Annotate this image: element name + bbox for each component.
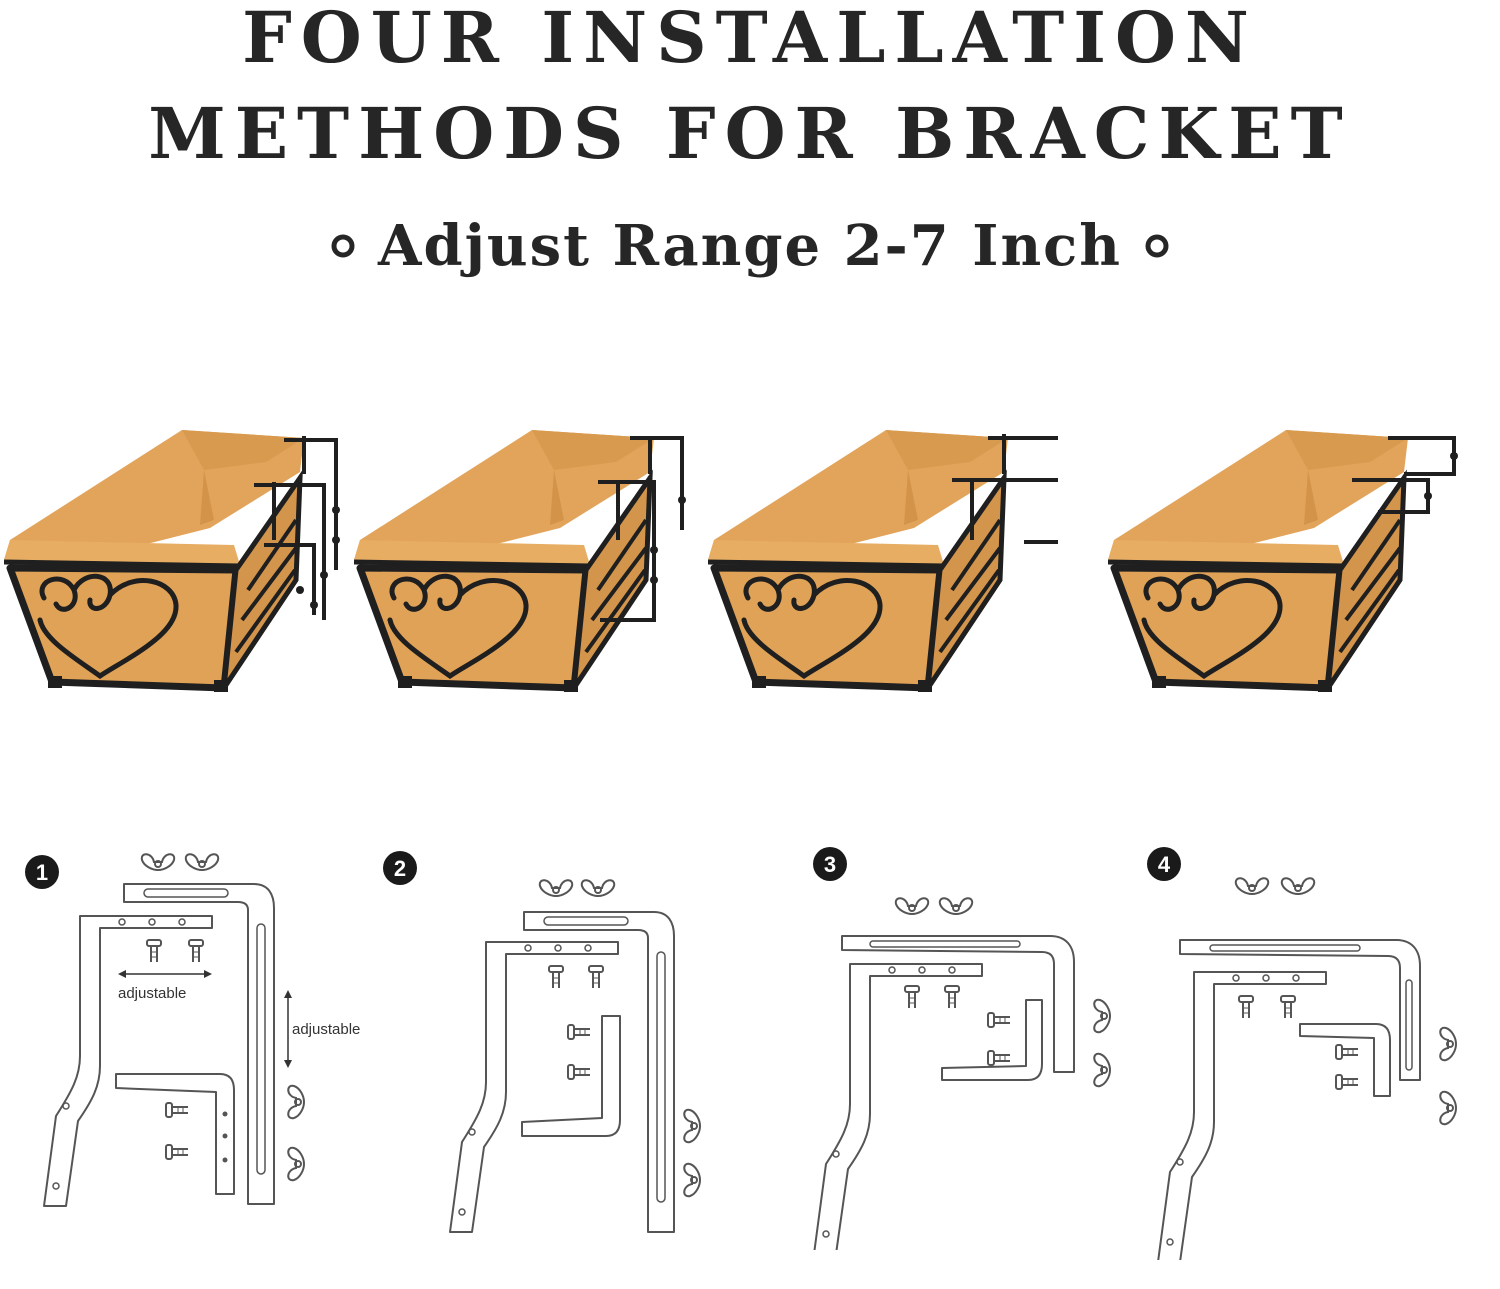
step-number: 3 — [824, 852, 836, 877]
page-title-line-2: METHODS FOR BRACKET — [148, 92, 1352, 175]
wingnut-icon — [538, 879, 616, 897]
slotted-bracket — [523, 911, 675, 1233]
planter-method-3 — [708, 420, 1058, 710]
step-badge-2: 2 — [383, 851, 417, 885]
wingnut-icon — [1093, 998, 1111, 1088]
page-title-line-1: FOUR INSTALLATION — [242, 0, 1258, 79]
wingnut-icon — [1234, 877, 1316, 895]
slotted-bracket — [841, 935, 1075, 1073]
long-bracket — [813, 963, 983, 1250]
ring-bullet-icon — [331, 234, 355, 258]
wingnut-icon — [287, 1084, 305, 1182]
planter-method-2 — [354, 420, 686, 710]
step-number: 4 — [1158, 852, 1171, 877]
step-number: 2 — [394, 856, 406, 881]
diagram-method-1: 1 adjustable adjustable — [25, 853, 360, 1207]
clamp-bracket — [115, 1073, 235, 1195]
bolt-icon — [548, 965, 604, 989]
bolt-icon — [165, 1102, 189, 1160]
long-bracket — [43, 915, 213, 1207]
bolt-icon — [1335, 1044, 1359, 1090]
wingnut-icon — [894, 897, 974, 915]
slotted-bracket — [123, 883, 275, 1205]
subtitle: Adjust Range 2-7 Inch — [378, 213, 1122, 279]
step-badge-3: 3 — [813, 847, 847, 881]
clamp-bracket — [521, 1015, 621, 1137]
wingnut-icon — [1439, 1026, 1457, 1126]
step-badge-1: 1 — [25, 855, 59, 889]
ring-bullet-icon — [1145, 234, 1169, 258]
planter-method-1 — [4, 420, 340, 710]
bolt-icon — [904, 985, 960, 1009]
adjustable-label-vertical: adjustable — [292, 1021, 360, 1038]
diagram-method-2: 2 — [383, 851, 701, 1233]
subtitle-row: Adjust Range 2-7 Inch — [0, 206, 1500, 286]
wingnut-icon — [683, 1108, 701, 1198]
step-badge-4: 4 — [1147, 847, 1181, 881]
clamp-bracket — [1299, 1023, 1391, 1097]
adjust-arrow-vertical — [284, 990, 292, 1068]
diagram-method-4: 4 — [1147, 847, 1457, 1260]
wingnut-icon — [140, 853, 220, 871]
bolt-icon — [567, 1024, 591, 1080]
slotted-bracket — [1179, 939, 1421, 1081]
clamp-bracket — [941, 999, 1043, 1081]
bolt-icon — [146, 939, 204, 963]
planter-method-4 — [1108, 420, 1458, 710]
bolt-icon — [987, 1012, 1011, 1066]
bolt-icon — [1238, 995, 1296, 1019]
step-number: 1 — [36, 860, 48, 885]
adjustable-label-horizontal: adjustable — [118, 985, 186, 1002]
diagram-method-3: 3 — [813, 847, 1111, 1250]
adjust-arrow-horizontal — [118, 970, 212, 978]
